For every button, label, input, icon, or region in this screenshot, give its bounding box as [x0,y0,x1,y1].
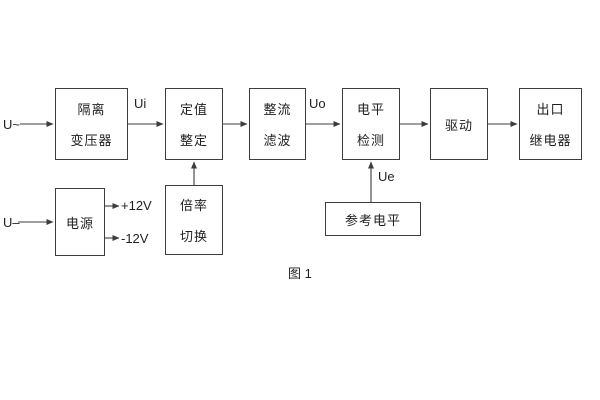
label-minus-12v: -12V [121,231,149,246]
label-uo: Uo [309,96,326,111]
block-level-detect-line1: 电平 [356,102,385,117]
block-rectify-filter-line2: 滤波 [263,133,292,148]
block-power-supply-label: 电源 [65,215,94,231]
block-drive: 驱动 [430,88,488,160]
label-plus-12v: +12V [121,198,152,213]
label-ui: Ui [134,96,147,111]
label-u-dc: U– [3,215,20,230]
block-setpoint-setting-line1: 定值 [179,102,208,117]
block-ratio-switch: 倍率 切换 [165,185,223,255]
block-reference-level: 参考电平 [325,202,421,236]
block-isolation-transformer-line1: 隔离 [77,102,106,117]
block-level-detect: 电平 检测 [342,88,400,160]
label-ue: Ue [378,169,395,184]
figure-caption: 图 1 [288,266,312,281]
block-isolation-transformer: 隔离 变压器 [55,88,128,160]
label-u-ac: U~ [3,117,20,132]
block-reference-level-label: 参考电平 [344,212,401,228]
block-rectify-filter: 整流 滤波 [249,88,306,160]
block-ratio-switch-line2: 切换 [179,229,208,244]
block-setpoint-setting: 定值 整定 [165,88,223,160]
block-drive-label: 驱动 [444,117,473,133]
block-outlet-relay: 出口 继电器 [519,88,582,160]
block-level-detect-line2: 检测 [356,133,385,148]
block-rectify-filter-line1: 整流 [263,102,292,117]
block-ratio-switch-line1: 倍率 [179,198,208,213]
block-isolation-transformer-line2: 变压器 [70,133,113,148]
block-outlet-relay-line2: 继电器 [529,133,572,148]
block-setpoint-setting-line2: 整定 [179,133,208,148]
block-power-supply: 电源 [55,188,105,256]
block-outlet-relay-line1: 出口 [536,102,565,117]
